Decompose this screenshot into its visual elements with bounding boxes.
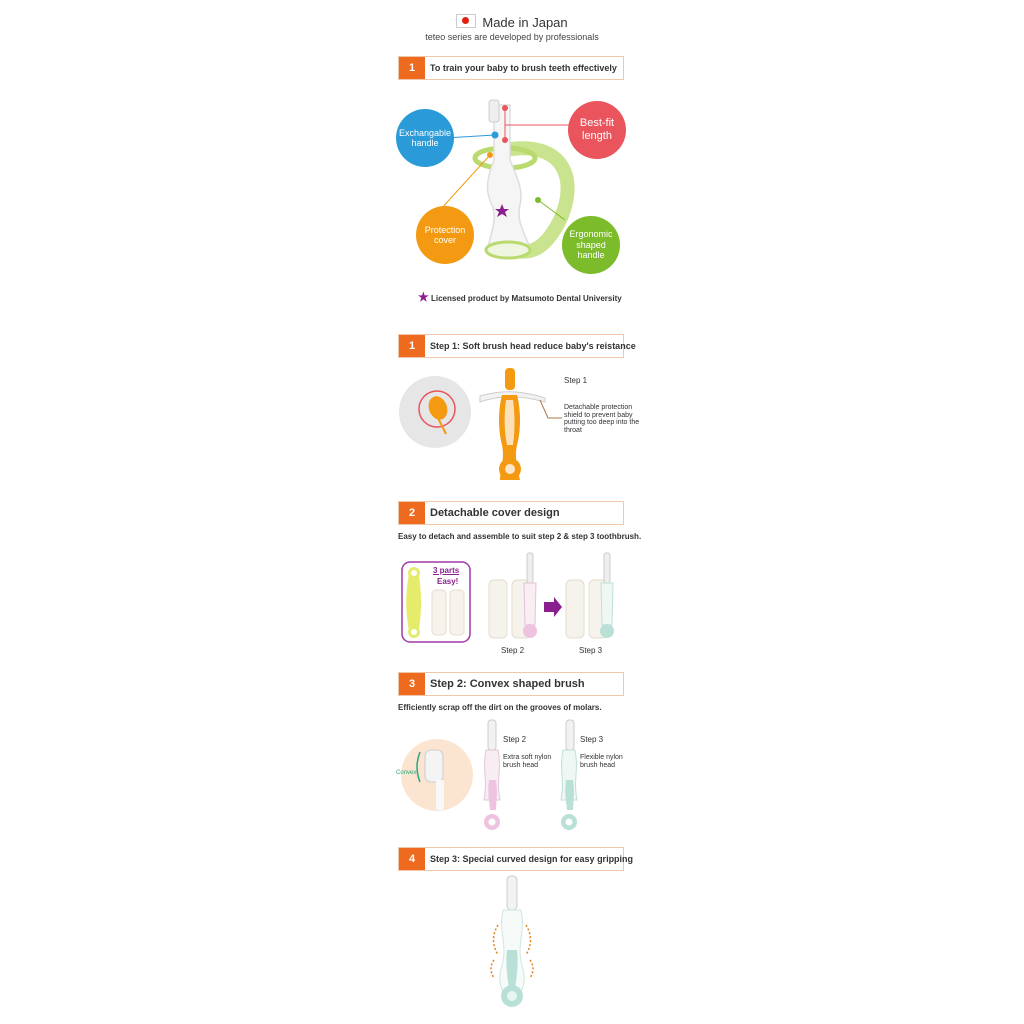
made-in-japan-text: Made in Japan (482, 15, 568, 30)
step2-label: Step 2 (503, 735, 527, 744)
section-number: 4 (399, 848, 425, 870)
japan-flag-icon (456, 14, 477, 28)
section-title: To train your baby to brush teeth effect… (430, 63, 617, 73)
section-header-5: 4 Step 3: Special curved design for easy… (398, 847, 633, 871)
section-title: Step 2: Convex shaped brush (430, 678, 585, 690)
step3-note: Flexible nylon brush head (580, 754, 623, 769)
section-header-3: 2 Detachable cover design (398, 501, 624, 525)
ergonomic-handle-bubble: Ergonomic shaped handle (562, 216, 620, 274)
step2-label: Step 2 (501, 646, 525, 655)
header-title: Made in Japan (0, 14, 1024, 30)
section3-description: Easy to detach and assemble to suit step… (398, 532, 642, 541)
section-number: 1 (399, 335, 425, 357)
step3-label: Step 3 (580, 735, 604, 744)
step1-label: Step 1 (564, 376, 588, 385)
section-title: Detachable cover design (430, 507, 560, 519)
section-title: Step 1: Soft brush head reduce baby's re… (430, 341, 636, 351)
arrow-right-icon (544, 597, 562, 617)
protection-cover-bubble: Protection cover (416, 206, 474, 264)
section-header-4: 3 Step 2: Convex shaped brush (398, 672, 624, 696)
section4-description: Efficiently scrap off the dirt on the gr… (398, 703, 602, 712)
star-icon (495, 204, 509, 217)
step3-label: Step 3 (579, 646, 603, 655)
header-subtitle: teteo series are developed by profession… (425, 32, 599, 42)
section-number: 2 (399, 502, 425, 524)
star-icon: ★ (418, 290, 429, 304)
step2-note: Extra soft nylon brush head (503, 754, 552, 769)
section-number: 3 (399, 673, 425, 695)
license-text: Licensed product by Matsumoto Dental Uni… (431, 294, 622, 303)
section-header-1: 1 To train your baby to brush teeth effe… (398, 56, 624, 80)
easy-label: Easy! (437, 577, 459, 586)
license-note: ★ Licensed product by Matsumoto Dental U… (418, 290, 622, 304)
step1-note: Detachable protection shield to prevent … (564, 404, 640, 435)
exchangable-handle-bubble: Exchangable handle (396, 109, 454, 167)
best-fit-length-bubble: Best-fit length (568, 101, 626, 159)
convex-label: Convex (396, 770, 417, 776)
section-header-2: 1 Step 1: Soft brush head reduce baby's … (398, 334, 636, 358)
section-title: Step 3: Special curved design for easy g… (430, 854, 634, 864)
parts-label: 3 parts (433, 566, 460, 575)
section-number: 1 (399, 57, 425, 79)
